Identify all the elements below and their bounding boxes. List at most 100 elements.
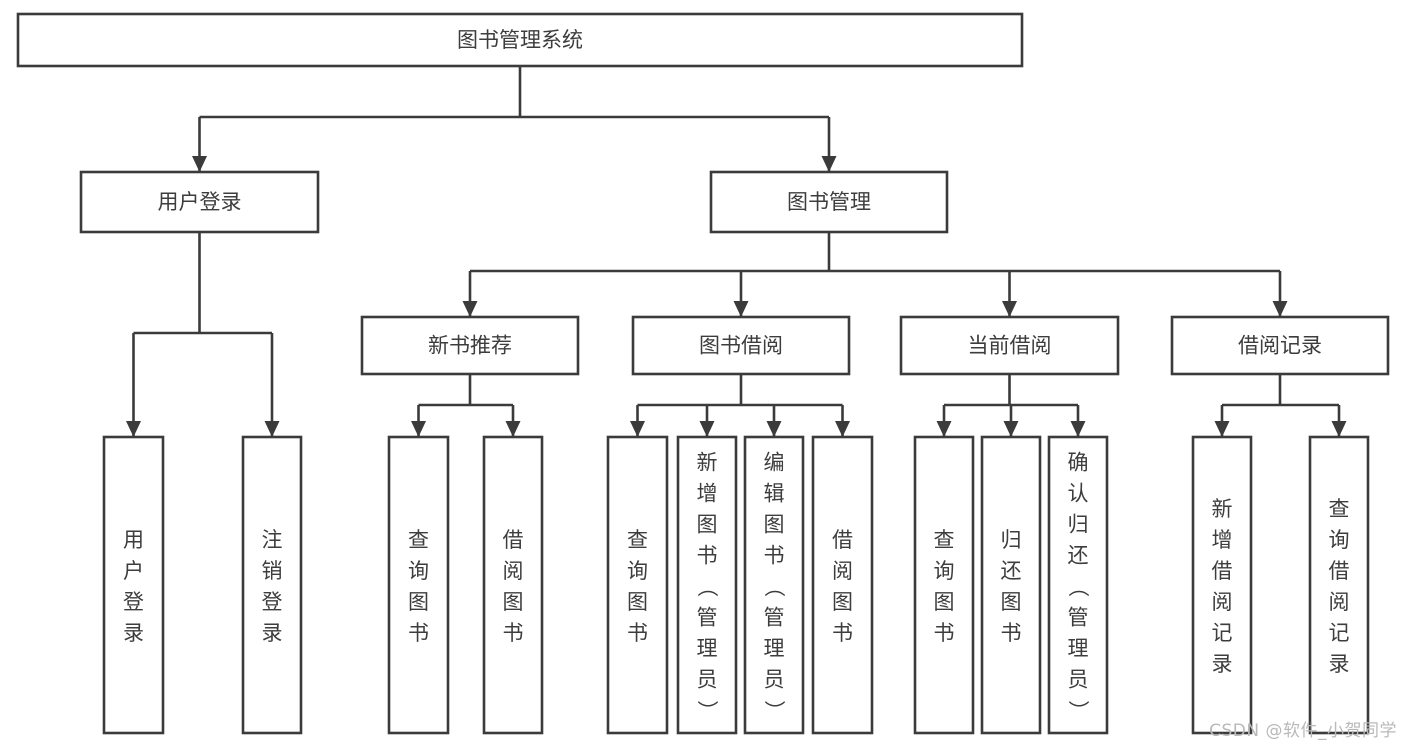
leaf-label-char: 记 [1212,621,1233,645]
node-box[interactable] [676,435,738,735]
connector-layer [126,66,1347,437]
leaf-label-char: 书 [627,621,648,645]
arrow-head-icon [1272,301,1288,317]
leaf-label-char: 员 [764,668,785,692]
leaf-label-char: 询 [934,559,955,583]
leaf-label-char: 登 [262,590,283,614]
node-box[interactable] [1308,435,1370,735]
arrow-head-icon [1214,421,1230,437]
leaf-label-char: 书 [1001,621,1022,645]
leaf-label-char: ） [1066,700,1090,721]
node-label: 图书借阅 [699,334,783,358]
arrow-head-icon [462,301,478,317]
leaf-label-char: 查 [408,528,429,552]
node-box[interactable] [913,435,975,735]
leaf-label-char: 阅 [832,559,853,583]
node-借阅记录[interactable]: 借阅记录 [1170,315,1390,376]
node-box[interactable] [980,435,1042,735]
node-box[interactable] [606,435,669,735]
node-label: 新书推荐 [428,334,512,358]
node-box[interactable] [102,435,165,735]
leaf-label-char: 借 [1212,559,1233,583]
arrow-head-icon [1331,421,1347,437]
leaf-label-char: 录 [262,621,283,645]
node-box[interactable] [482,435,544,735]
leaf-label-char: 还 [1001,559,1022,583]
leaf-label-char: 借 [832,528,853,552]
node-图书借阅[interactable]: 图书借阅 [631,315,851,376]
node-label: 借阅记录 [1238,334,1322,358]
leaf-label-char: 户 [123,559,144,583]
leaf-label-char: 图 [627,590,648,614]
arrow-head-icon [1070,421,1086,437]
node-新书推荐[interactable]: 新书推荐 [360,315,580,376]
leaf-label-char: （ [695,576,719,597]
leaf-label-char: 员 [697,668,718,692]
arrow-head-icon [505,421,521,437]
leaf-label-char: 借 [1329,559,1350,583]
leaf-label-char: 销 [262,559,283,583]
leaf-label-char: 用 [123,528,144,552]
arrow-head-icon [766,421,782,437]
leaf-label-char: （ [1066,576,1090,597]
arrow-head-icon [699,421,715,437]
leaf-label-char: 询 [408,559,429,583]
leaf-label-char: 阅 [1329,590,1350,614]
node-box[interactable] [16,12,1024,68]
node-box[interactable] [743,435,805,735]
leaf-label-char: 书 [764,544,785,568]
leaf-node-用户登录[interactable]: 用户登录 [102,435,165,735]
leaf-label-char: 还 [1068,544,1089,568]
leaf-label-char: 图 [503,590,524,614]
node-图书管理[interactable]: 图书管理 [709,170,949,234]
leaf-label-char: 理 [697,637,718,661]
node-box[interactable] [811,435,874,735]
leaf-label-char: 管 [1068,606,1089,630]
node-用户登录[interactable]: 用户登录 [79,170,320,234]
leaf-label-char: 书 [832,621,853,645]
leaf-label-char: 图 [764,513,785,537]
node-box[interactable] [899,315,1120,376]
node-label: 当前借阅 [968,334,1052,358]
node-box[interactable] [79,170,320,234]
leaf-label-char: 理 [764,637,785,661]
leaf-label-char: 理 [1068,637,1089,661]
leaf-label-char: 增 [697,482,718,506]
node-box[interactable] [387,435,450,735]
node-label: 图书管理系统 [457,28,583,52]
node-box[interactable] [241,435,303,735]
node-box[interactable] [1047,435,1109,735]
node-当前借阅[interactable]: 当前借阅 [899,315,1120,376]
arrow-head-icon [630,421,645,437]
leaf-label-char: 图 [934,590,955,614]
node-box[interactable] [1170,315,1390,376]
leaf-label-char: 员 [1068,668,1089,692]
leaf-label-char: 图 [408,590,429,614]
leaf-label-char: 书 [697,544,718,568]
node-box[interactable] [631,315,851,376]
leaf-label-char: 增 [1212,528,1233,552]
node-box[interactable] [360,315,580,376]
leaf-label-char: 阅 [503,559,524,583]
leaf-label-char: 登 [123,590,144,614]
leaf-label-char: 管 [764,606,785,630]
root-node-图书管理系统[interactable]: 图书管理系统 [16,12,1024,68]
arrow-head-icon [733,301,749,317]
node-box[interactable] [1191,435,1253,735]
arrow-head-icon [264,421,280,437]
node-box[interactable] [709,170,949,234]
leaf-label-char: 辑 [764,482,785,506]
